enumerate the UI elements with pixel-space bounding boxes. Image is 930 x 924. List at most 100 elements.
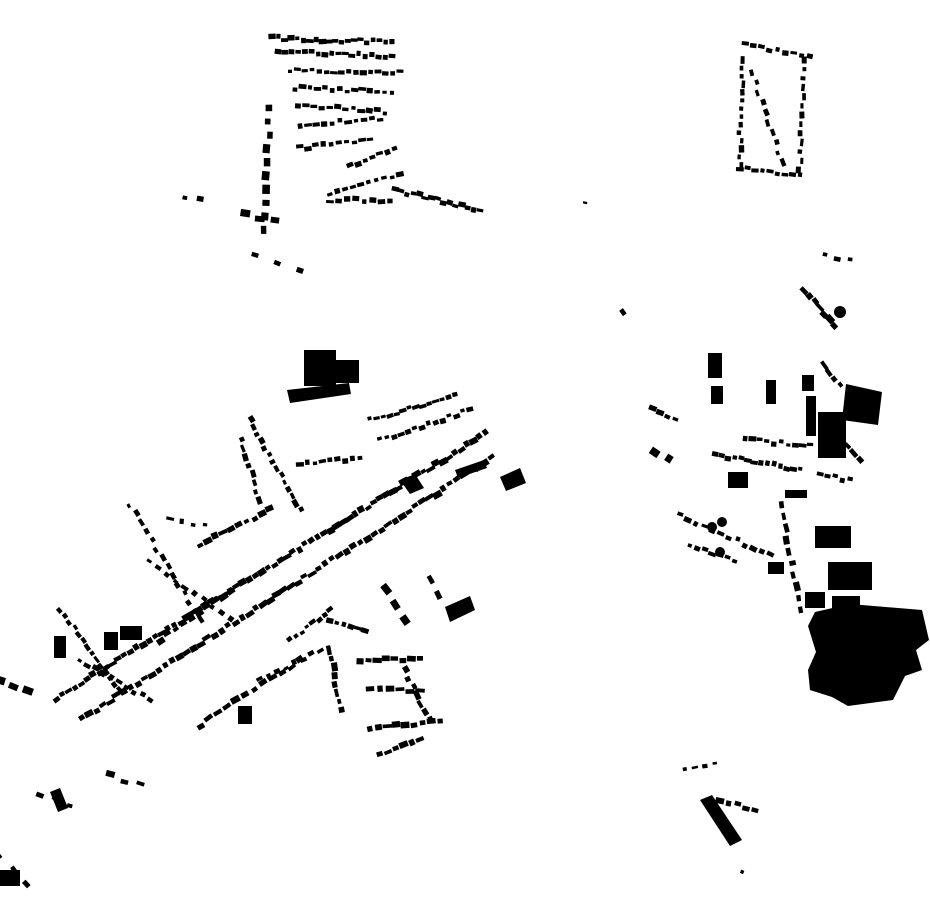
building-house [293,633,299,639]
building-house [398,407,407,414]
building-house [387,198,393,204]
building-house [105,698,116,707]
building-house [337,70,345,75]
building-house [410,191,417,196]
building-house [282,479,287,486]
building-house [445,393,452,401]
building-house [751,807,759,814]
building-house [266,451,273,458]
building-house [217,591,229,603]
building-house [159,553,168,562]
building-house [389,598,401,611]
building-house [739,106,744,111]
building-house [328,655,334,662]
building-house [397,511,408,522]
building-house [283,665,290,671]
building-house [203,713,214,723]
building-house [431,398,440,404]
building-house [91,663,101,672]
building-house [217,528,228,537]
building-house [321,611,329,619]
building-house [475,432,483,441]
building-house [739,162,744,169]
building-house [682,767,688,772]
building-house [77,680,86,688]
building-house [368,115,376,121]
building-house [178,618,188,628]
building-house [334,550,345,560]
building-house [237,577,248,587]
building-house [107,660,118,668]
building-house [335,198,342,204]
building-house [377,526,386,535]
building-house [241,452,249,462]
building-house [300,540,308,547]
building-house [342,458,349,465]
building-house [313,533,322,541]
building-house [120,778,129,786]
building-house [147,670,158,680]
building-house [72,624,79,631]
building-house [417,496,427,506]
building-house [418,403,427,410]
building-house [278,668,287,677]
building-house [312,461,318,466]
building-house [855,455,865,465]
building-house [451,391,458,398]
building-house [373,416,380,421]
building-house [797,606,804,614]
building-house [691,765,699,770]
building-house [383,39,388,45]
building-house [797,172,803,178]
building-house [419,720,426,726]
building-house [271,561,279,569]
building-house [748,436,757,442]
building-house [701,763,708,769]
building-large [806,396,816,436]
building-house [331,39,339,43]
building-house [318,38,327,45]
building-house [398,476,410,487]
building-house [342,547,352,557]
building-house [253,489,259,495]
building-house [299,656,308,664]
building-house [210,531,219,540]
building-house [380,582,393,596]
building-house [66,803,73,809]
building-house [348,53,356,58]
building-house [165,516,175,521]
building-house [195,640,207,649]
building-large [728,472,748,488]
building-house [775,46,780,53]
building-house [738,455,745,461]
building-house [848,447,859,459]
building-house [373,177,379,183]
building-house [386,412,394,419]
building-house [437,456,449,467]
building-house [288,49,295,55]
building-house [357,455,363,461]
building-house [307,85,313,90]
building-house [182,195,188,201]
building-house [434,195,442,202]
building-house [769,128,776,137]
building-house [238,613,247,622]
large-buildings [0,306,929,886]
building-house [304,122,313,128]
building-house [369,197,377,204]
building-house [328,141,334,147]
building-house [425,465,436,474]
building-house [405,508,413,516]
building-house [811,297,820,306]
building-house [146,558,153,564]
building-house [328,554,335,562]
building-house [374,723,383,731]
building-large [828,562,872,590]
building-house [764,119,771,127]
industrial-complex [808,604,929,706]
building-house [415,736,425,743]
building-house [261,170,270,181]
building-house [21,685,34,696]
building-house [270,216,280,224]
building-house [244,575,254,584]
